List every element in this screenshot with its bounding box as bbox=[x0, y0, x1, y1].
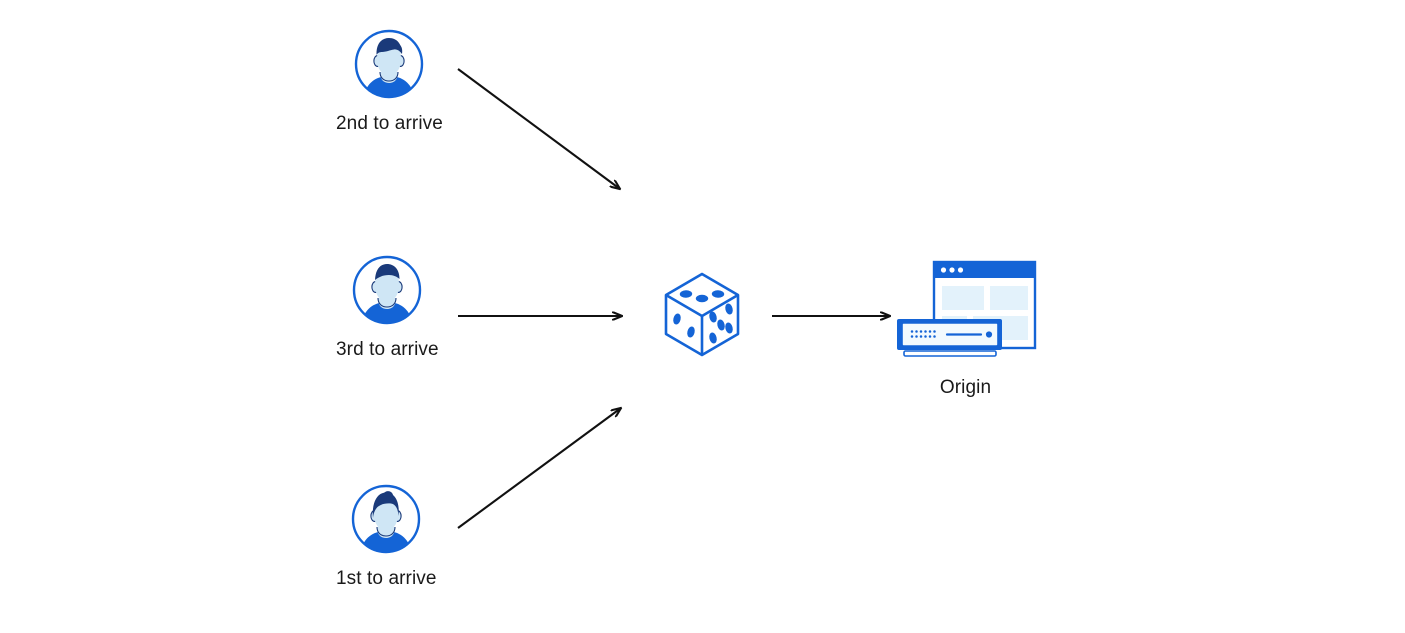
user-avatar-icon bbox=[350, 483, 422, 555]
user-avatar-icon bbox=[353, 28, 425, 100]
node-origin[interactable]: Origin bbox=[893, 258, 1038, 399]
arrow-user-top-to-dice bbox=[457, 68, 620, 189]
server-device-icon bbox=[897, 319, 1002, 357]
node-user-bottom[interactable]: 1st to arrive bbox=[336, 483, 437, 590]
node-user-middle[interactable]: 3rd to arrive bbox=[336, 254, 439, 361]
node-label-origin: Origin bbox=[939, 377, 992, 398]
node-user-top[interactable]: 2nd to arrive bbox=[336, 28, 443, 135]
node-label-user-middle: 3rd to arrive bbox=[336, 339, 439, 360]
node-balancer[interactable] bbox=[658, 268, 746, 360]
dice-icon bbox=[658, 268, 746, 360]
origin-server-icon bbox=[893, 258, 1038, 363]
user-avatar-icon bbox=[351, 254, 423, 326]
node-label-user-bottom: 1st to arrive bbox=[336, 568, 437, 589]
arrow-user-bottom-to-dice bbox=[457, 408, 621, 529]
node-label-user-top: 2nd to arrive bbox=[336, 113, 443, 134]
